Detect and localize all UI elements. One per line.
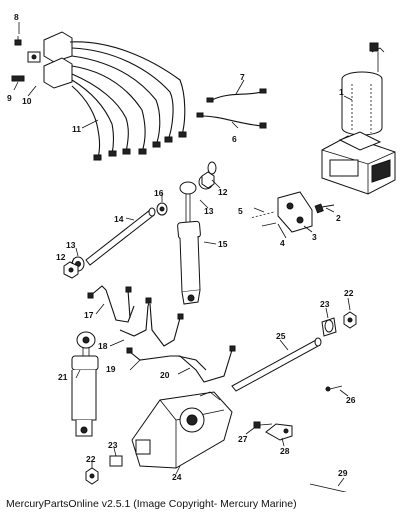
hydraulic-line-18[interactable] (119, 297, 184, 347)
lead-wire-7[interactable] (206, 88, 267, 103)
callout-labels: 1 2 3 4 5 6 7 8 9 10 11 12 12 13 13 14 1… (7, 12, 356, 482)
clamp-28[interactable] (265, 423, 293, 441)
relay-10[interactable] (27, 31, 73, 89)
callout-11: 11 (72, 124, 81, 134)
callout-22a: 22 (344, 288, 354, 298)
manifold-24[interactable] (131, 391, 233, 469)
callout-9: 9 (7, 93, 12, 103)
callout-24: 24 (172, 472, 182, 482)
callout-13b: 13 (66, 240, 76, 250)
callout-28: 28 (280, 446, 290, 456)
callout-4: 4 (280, 238, 285, 248)
callout-16: 16 (154, 188, 164, 198)
callout-12b: 12 (56, 252, 66, 262)
exploded-parts-diagram: 1 2 3 4 5 6 7 8 9 10 11 12 12 13 13 14 1… (7, 12, 396, 492)
bushing-23-left[interactable] (109, 455, 123, 467)
callout-20: 20 (160, 370, 170, 380)
hydraulic-line-19[interactable] (126, 345, 236, 383)
callout-6: 6 (232, 134, 237, 144)
callout-26: 26 (346, 395, 356, 405)
nut-22-left[interactable] (85, 467, 99, 485)
nut-12-right[interactable] (201, 171, 215, 189)
callout-1: 1 (339, 87, 344, 97)
lead-wire-6[interactable] (196, 112, 267, 129)
callout-17: 17 (84, 310, 94, 320)
callout-29: 29 (338, 468, 348, 478)
callout-8: 8 (14, 12, 19, 22)
bushing-23-right[interactable] (321, 317, 337, 337)
callout-7: 7 (240, 72, 245, 82)
callout-21: 21 (58, 372, 68, 382)
mounting-bracket[interactable] (277, 191, 313, 233)
callout-3: 3 (312, 232, 317, 242)
pin-26[interactable] (325, 385, 343, 392)
pump-motor-assembly[interactable] (321, 42, 396, 195)
callout-15: 15 (218, 239, 228, 249)
screw-27[interactable] (253, 421, 273, 429)
bushing-16[interactable] (156, 202, 168, 216)
callout-5: 5 (238, 206, 243, 216)
nut-12-left[interactable] (63, 261, 79, 279)
fitting-4[interactable] (261, 222, 277, 227)
callout-18: 18 (98, 341, 108, 351)
callout-13a: 13 (204, 206, 214, 216)
callout-23a: 23 (320, 299, 330, 309)
callout-25: 25 (276, 331, 286, 341)
wiring-harness-11[interactable] (69, 41, 187, 161)
bolt-2[interactable] (314, 203, 335, 214)
screw-8[interactable] (14, 36, 22, 46)
shaft-25[interactable] (231, 337, 322, 392)
callout-27: 27 (238, 434, 248, 444)
leader-lines (13, 22, 353, 487)
callout-22b: 22 (86, 454, 96, 464)
callout-12a: 12 (218, 187, 228, 197)
rod-29[interactable] (309, 483, 356, 492)
clip-9[interactable] (11, 75, 25, 82)
trim-cylinder-15[interactable] (177, 161, 217, 305)
screw-5[interactable] (249, 211, 275, 219)
pivot-pin-14[interactable] (85, 207, 156, 266)
callout-2: 2 (336, 213, 341, 223)
trim-cylinder-21[interactable] (71, 331, 99, 437)
copyright-footer: MercuryPartsOnline v2.5.1 (Image Copyrig… (6, 498, 297, 510)
hydraulic-line-20[interactable] (177, 355, 207, 371)
nut-22-right[interactable] (343, 311, 357, 329)
callout-10: 10 (22, 96, 32, 106)
hydraulic-line-17[interactable] (87, 285, 135, 323)
callout-14: 14 (114, 214, 124, 224)
callout-19: 19 (106, 364, 116, 374)
callout-23b: 23 (108, 440, 118, 450)
